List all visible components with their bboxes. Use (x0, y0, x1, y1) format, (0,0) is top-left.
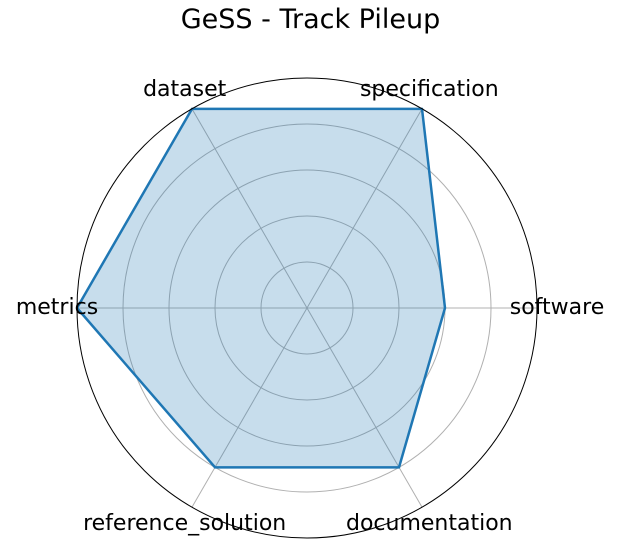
chart-title: GeSS - Track Pileup (180, 4, 441, 35)
axis-label-documentation: documentation (346, 511, 513, 536)
axis-label-dataset: dataset (143, 77, 227, 102)
axis-spoke (191, 108, 308, 309)
axis-label-metrics: metrics (16, 295, 98, 320)
axis-label-reference-solution: reference_solution (83, 511, 286, 536)
axis-spoke (306, 307, 423, 508)
axis-spoke (191, 307, 308, 508)
axis-spoke (306, 108, 423, 309)
data-area (75, 107, 447, 469)
axis-label-specification: specification (360, 77, 499, 102)
axis-label-software: software (510, 295, 604, 320)
axis-spokes (77, 108, 537, 508)
axis-labels: software specification dataset metrics refer… (16, 77, 604, 536)
outer-frame (76, 77, 538, 539)
